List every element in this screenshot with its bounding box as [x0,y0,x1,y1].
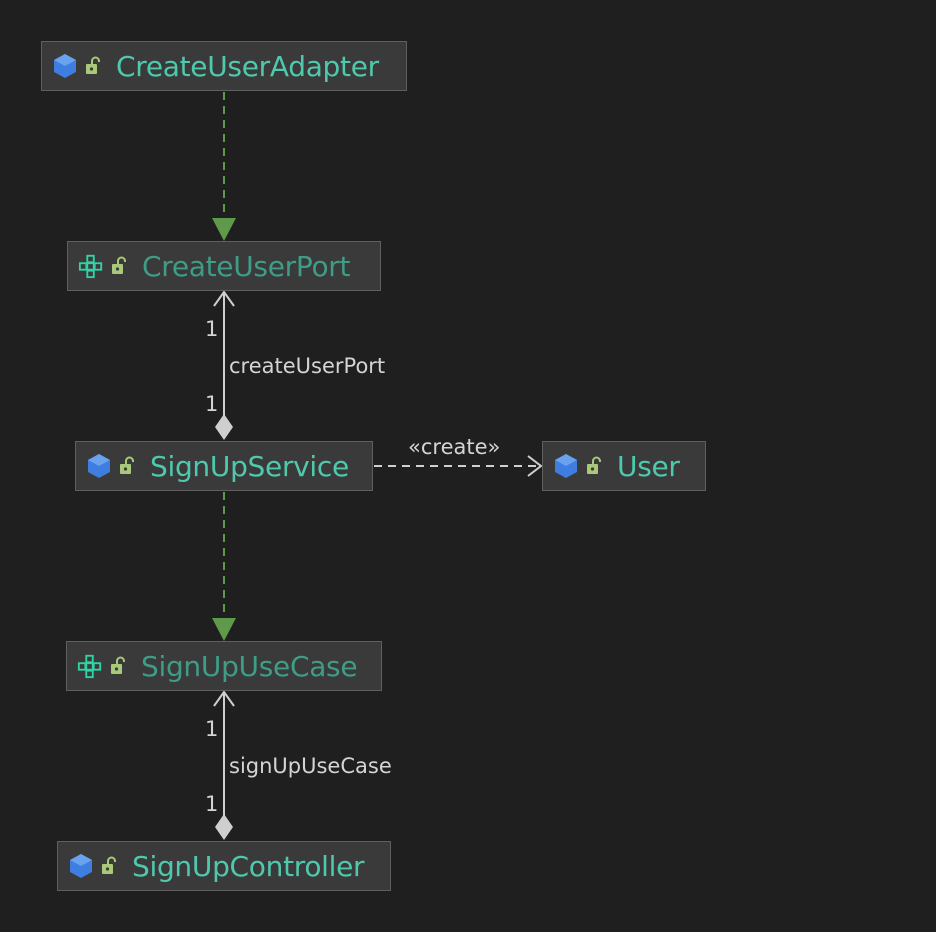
interface-icon [78,253,104,279]
node-sign-up-controller[interactable]: SignUpController [57,841,391,891]
node-sign-up-service[interactable]: SignUpService [75,441,373,491]
class-icon [86,453,112,479]
multiplicity-target-label: 1 [205,317,219,341]
composition-diamond [215,814,233,840]
public-lock-icon [98,855,120,877]
multiplicity-target-label: 1 [205,717,219,741]
class-icon [52,53,78,79]
node-user[interactable]: User [542,441,706,491]
edge-service-to-port[interactable] [213,290,235,440]
realization-arrowhead [212,618,236,641]
class-name: SignUpController [132,849,365,883]
interface-name: CreateUserPort [142,249,351,283]
stereotype-label: «create» [408,435,501,459]
association-name-label: createUserPort [229,354,386,378]
class-icon [553,453,579,479]
interface-icon [77,653,103,679]
multiplicity-source-label: 1 [205,792,219,816]
class-name: SignUpService [150,449,349,483]
association-name-label: signUpUseCase [229,754,392,778]
class-icon [68,853,94,879]
public-lock-icon [116,455,138,477]
class-name: User [617,449,680,483]
realization-arrowhead [212,218,236,241]
navigable-arrowhead [213,290,235,307]
composition-diamond [215,414,233,440]
public-lock-icon [583,455,605,477]
edge-adapter-implements-port[interactable] [212,92,236,241]
interface-name: SignUpUseCase [141,649,358,683]
node-create-user-adapter[interactable]: CreateUserAdapter [41,41,407,91]
edge-service-creates-user[interactable] [374,455,543,477]
navigable-arrowhead [213,690,235,707]
multiplicity-source-label: 1 [205,392,219,416]
public-lock-icon [108,255,130,277]
dependency-arrowhead [527,455,543,477]
edge-service-implements-use-case[interactable] [212,492,236,641]
public-lock-icon [107,655,129,677]
public-lock-icon [82,55,104,77]
node-sign-up-use-case[interactable]: SignUpUseCase [66,641,382,691]
edge-controller-to-use-case[interactable] [213,690,235,840]
node-create-user-port[interactable]: CreateUserPort [67,241,381,291]
class-name: CreateUserAdapter [116,49,379,83]
